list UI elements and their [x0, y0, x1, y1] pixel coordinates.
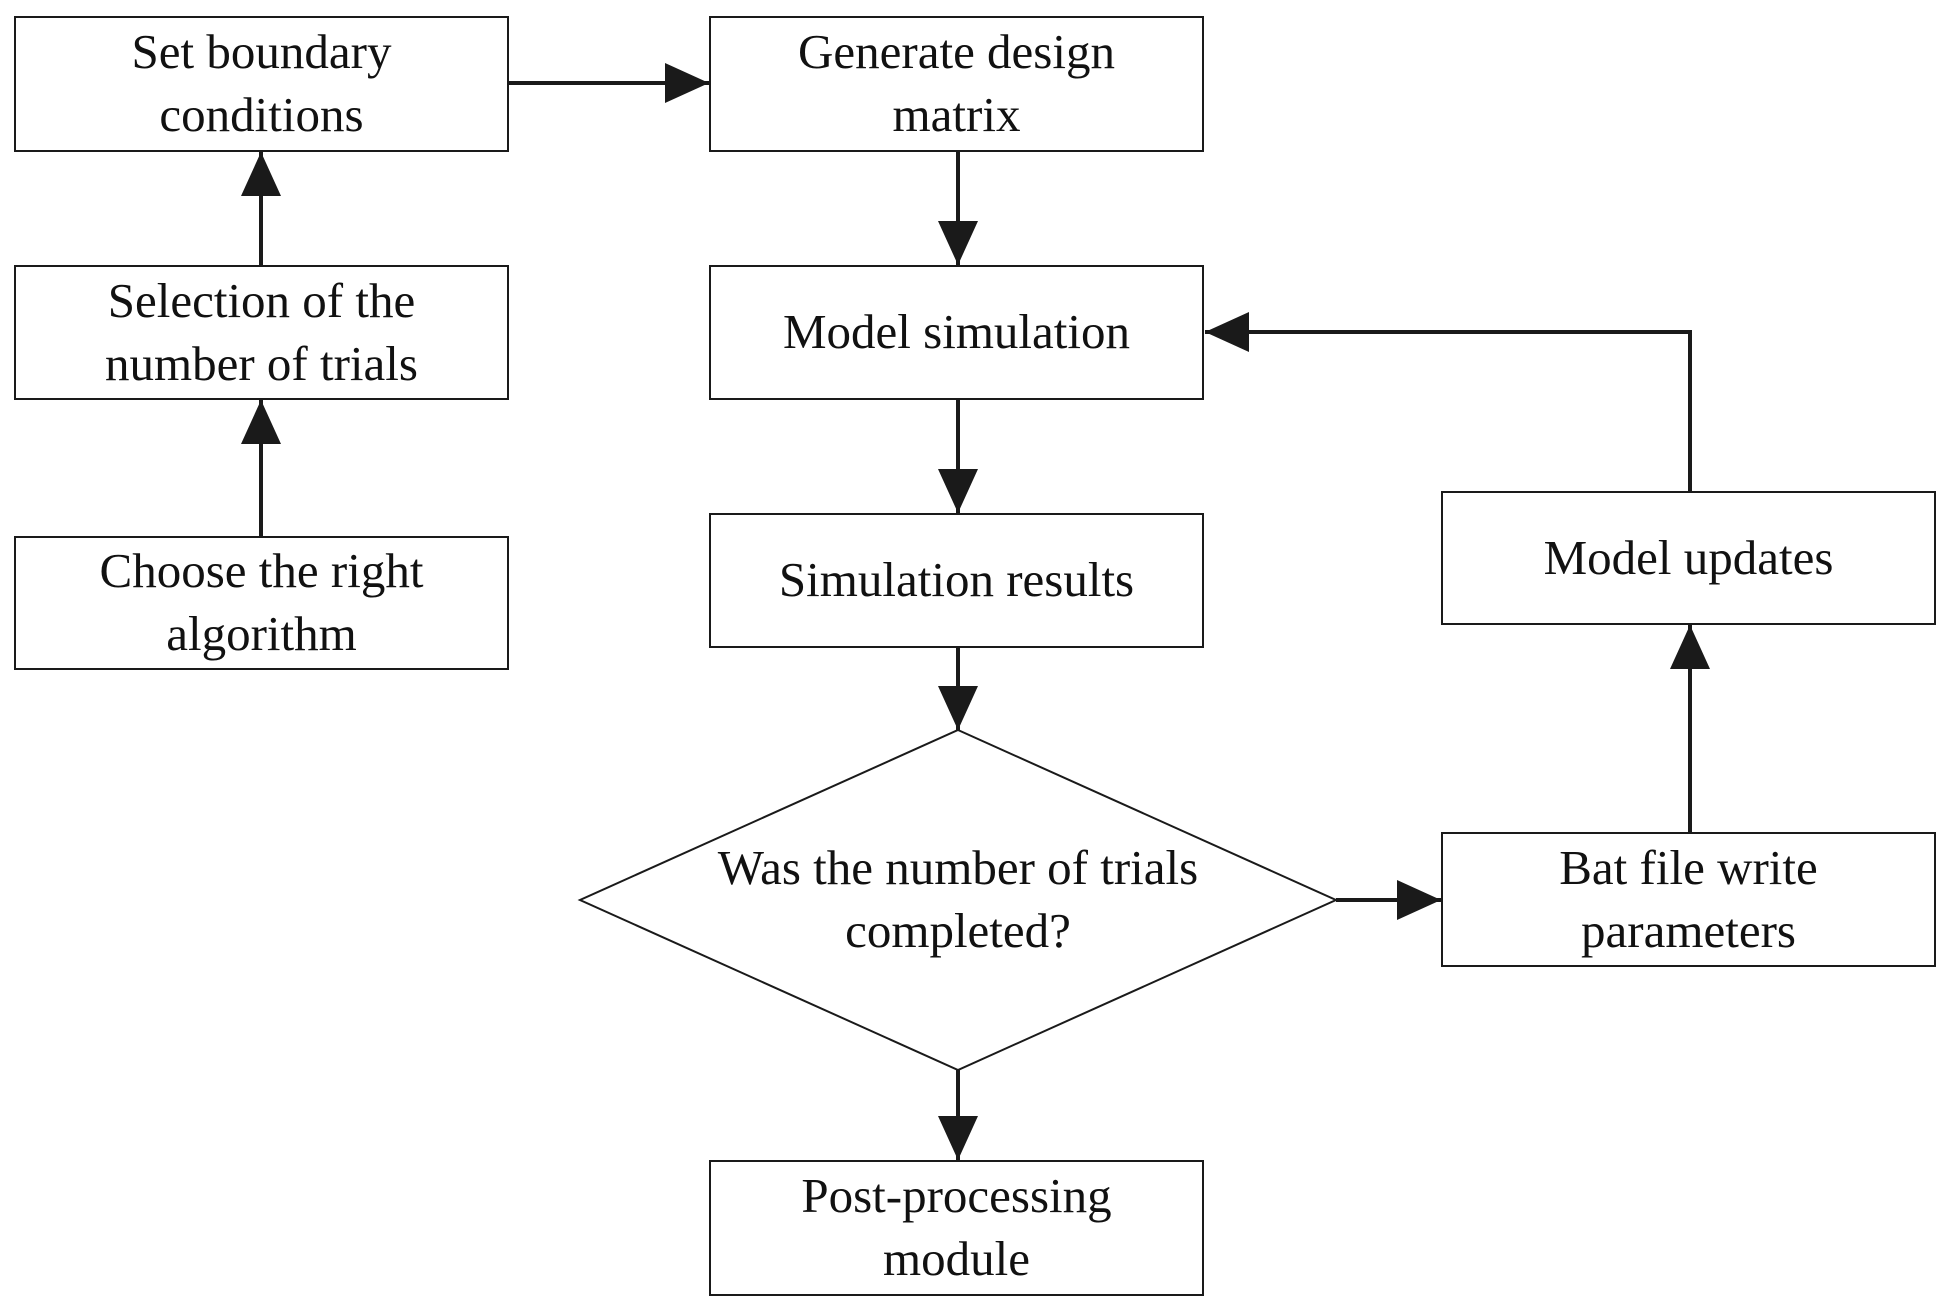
choose-algorithm-line1: Choose the right [99, 543, 424, 599]
arrow-updates-to-simulation [1205, 312, 1692, 491]
simulation-results-box: Simulation results [709, 513, 1204, 648]
decision-line1: Was the number of trials [717, 840, 1199, 896]
simulation-results-label: Simulation results [778, 552, 1135, 608]
selection-trials-line1: Selection of the [107, 272, 416, 328]
set-boundary-conditions-box: Set boundary conditions [14, 16, 509, 152]
generate-design-matrix-box: Generate design matrix [709, 16, 1204, 152]
bat-file-line2: parameters [1581, 902, 1796, 958]
model-simulation-label: Model simulation [782, 304, 1131, 360]
set-boundary-line2: conditions [159, 87, 364, 142]
model-simulation-box: Model simulation [709, 265, 1204, 400]
selection-number-of-trials-box: Selection of the number of trials [14, 265, 509, 400]
bat-file-line1: Bat file write [1559, 839, 1818, 895]
post-processing-module-box: Post-processing module [709, 1160, 1204, 1296]
bat-file-write-parameters-box: Bat file write parameters [1441, 832, 1936, 967]
model-updates-label: Model updates [1543, 529, 1834, 585]
decision-line2: completed? [845, 903, 1071, 958]
model-updates-box: Model updates [1441, 491, 1936, 625]
generate-matrix-line2: matrix [892, 87, 1021, 142]
choose-algorithm-line2: algorithm [166, 606, 357, 661]
post-processing-line1: Post-processing [801, 1168, 1112, 1224]
post-processing-line2: module [883, 1231, 1030, 1286]
decision-label: Was the number of trials completed? [640, 830, 1276, 970]
set-boundary-line1: Set boundary [131, 24, 392, 80]
choose-algorithm-box: Choose the right algorithm [14, 536, 509, 670]
selection-trials-line2: number of trials [105, 335, 418, 391]
generate-matrix-line1: Generate design [798, 24, 1115, 80]
